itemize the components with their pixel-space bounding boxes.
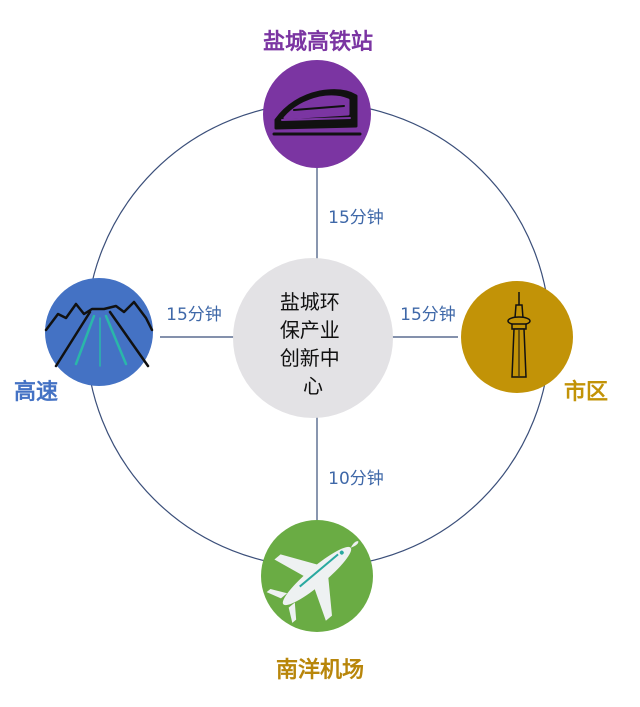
time-label-left: 15分钟 <box>166 305 222 325</box>
tv-tower-icon <box>507 292 531 378</box>
node-left-circle <box>45 278 153 386</box>
node-bottom-label: 南洋机场 <box>276 657 364 683</box>
center-hub-circle <box>233 258 393 418</box>
node-right-label: 市区 <box>564 379 608 405</box>
airplane-icon <box>266 541 359 623</box>
center-line-3: 创新中 <box>280 346 340 370</box>
time-label-top: 15分钟 <box>328 208 384 228</box>
node-left-label: 高速 <box>14 379 58 405</box>
highway-road-icon <box>44 300 154 368</box>
center-line-1: 盐城环 <box>280 290 340 314</box>
center-line-4: 心 <box>303 374 323 398</box>
node-high-speed-rail: 盐城高铁站 <box>263 29 373 168</box>
node-expressway: 高速 <box>14 278 154 405</box>
time-label-right: 15分钟 <box>400 305 456 325</box>
time-label-bottom: 10分钟 <box>328 469 384 489</box>
center-line-2: 保产业 <box>280 318 340 342</box>
node-city: 市区 <box>461 281 608 405</box>
node-airport: 南洋机场 <box>261 520 373 683</box>
high-speed-train-icon <box>272 89 362 136</box>
node-top-label: 盐城高铁站 <box>263 29 373 55</box>
center-title: 盐城环 保产业 创新中 心 <box>280 290 346 398</box>
